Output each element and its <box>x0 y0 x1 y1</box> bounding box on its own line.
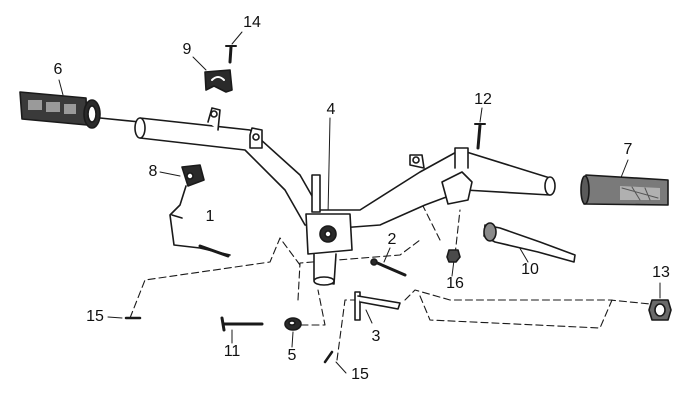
leader-15-left <box>107 316 123 319</box>
leader-14 <box>231 31 243 45</box>
assembly-lines <box>129 189 661 361</box>
assembly-line-16 <box>454 209 461 256</box>
part-label-15-left: 15 <box>86 308 104 325</box>
part-label-13: 13 <box>652 264 670 281</box>
part-label-1: 1 <box>205 208 215 225</box>
assembly-line-nut <box>404 289 661 306</box>
bracket-part-3 <box>354 291 401 321</box>
leader-6 <box>58 79 64 96</box>
assembly-line-left-screw <box>129 237 301 319</box>
assembly-line-lower-right <box>419 295 613 329</box>
cable-part-2 <box>370 258 407 277</box>
part-label-5: 5 <box>287 347 297 364</box>
leader-9 <box>192 56 207 71</box>
part-label-11: 11 <box>223 343 241 360</box>
cap-part-5 <box>284 317 302 331</box>
stem-mount <box>305 174 353 286</box>
part-label-7: 7 <box>623 141 633 158</box>
leader-2 <box>383 247 391 263</box>
brake-lever <box>483 222 576 263</box>
leader-12 <box>479 107 483 123</box>
left-grip <box>19 91 141 129</box>
leader-5 <box>291 331 294 348</box>
nut-part-13 <box>648 299 672 321</box>
switch-assembly <box>169 164 231 258</box>
part-label-12: 12 <box>474 91 492 108</box>
part-label-3: 3 <box>371 328 381 345</box>
leader-3 <box>365 309 373 324</box>
leader-lines <box>58 31 661 374</box>
screws-part-15 <box>124 316 334 364</box>
leader-4 <box>327 117 331 216</box>
right-grip <box>580 174 669 206</box>
part-label-2: 2 <box>387 231 397 248</box>
bolts-top <box>225 45 486 150</box>
clamp <box>204 69 233 93</box>
part-label-15-bottom: 15 <box>351 366 369 383</box>
part-label-14: 14 <box>243 14 261 31</box>
part-label-9: 9 <box>182 41 192 58</box>
part-label-10: 10 <box>521 261 539 278</box>
screw-part-11 <box>220 316 264 332</box>
leader-15-bottom <box>335 361 347 374</box>
nut-part-16 <box>446 249 461 263</box>
assembly-line-mount <box>297 239 421 301</box>
part-label-8: 8 <box>148 163 158 180</box>
part-label-6: 6 <box>53 61 63 78</box>
leader-8 <box>159 171 181 177</box>
part-label-16: 16 <box>446 275 464 292</box>
part-label-4: 4 <box>326 101 336 118</box>
